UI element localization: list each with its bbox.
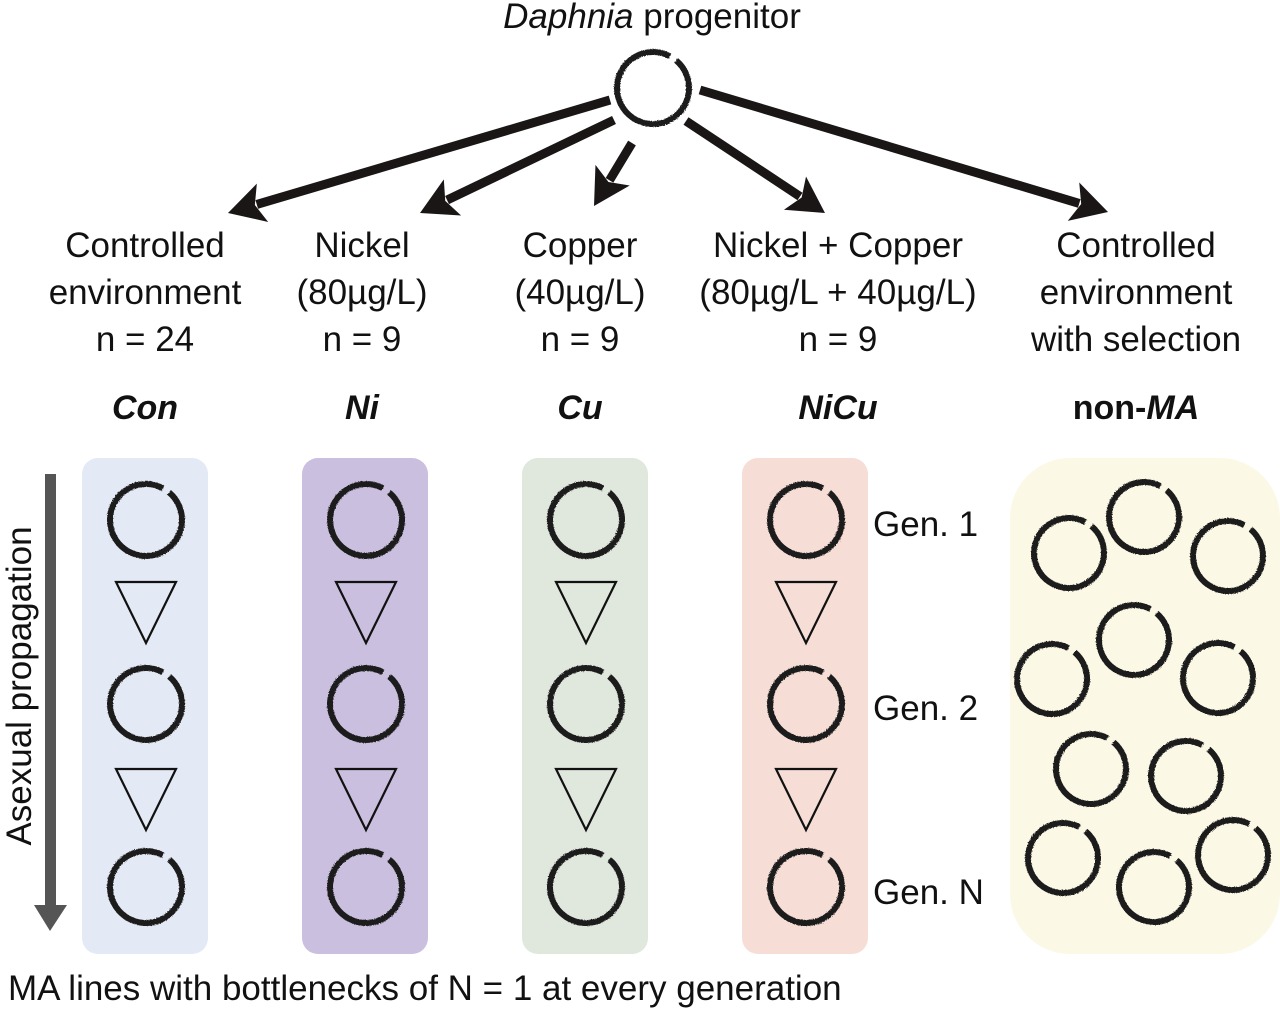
treatment-label-ni: Nickel (80µg/L) n = 9 Ni bbox=[296, 226, 427, 427]
daphnia-circle-icon bbox=[767, 481, 845, 559]
treatment-code-ni: Ni bbox=[345, 389, 381, 427]
treatment-label-line: with selection bbox=[1030, 320, 1241, 359]
daphnia-circle-icon bbox=[1116, 849, 1192, 925]
bottleneck-triangle-icon bbox=[554, 580, 618, 646]
treatment-label-line: Copper bbox=[523, 226, 638, 265]
daphnia-circle-icon bbox=[327, 665, 405, 743]
branch-arrow-ni bbox=[420, 115, 616, 216]
asexual-propagation-axis: Asexual propagation bbox=[0, 474, 67, 931]
arrow-head-icon bbox=[783, 176, 825, 213]
treatment-label-line: Nickel + Copper bbox=[713, 226, 963, 265]
branch-arrow-con bbox=[228, 95, 612, 222]
treatment-label-line: (80µg/L) bbox=[296, 273, 427, 312]
daphnia-circle-icon bbox=[547, 481, 625, 559]
branch-arrow-nonma bbox=[698, 85, 1108, 221]
arrow-head-icon bbox=[228, 183, 269, 222]
treatment-label-line: n = 24 bbox=[96, 320, 194, 359]
branch-arrows bbox=[228, 85, 1108, 222]
progenitor-circle-icon bbox=[614, 49, 692, 127]
treatment-label-line: (40µg/L) bbox=[514, 273, 645, 312]
daphnia-circle-icon bbox=[1148, 738, 1224, 814]
arrow-head-icon bbox=[594, 164, 630, 206]
treatment-label-line: (80µg/L + 40µg/L) bbox=[699, 273, 976, 312]
bottleneck-triangle-icon bbox=[114, 580, 178, 646]
box-background bbox=[522, 458, 648, 954]
daphnia-circle-icon bbox=[107, 481, 185, 559]
treatment-label-nonma: Controlled environment with selection non-M… bbox=[1030, 226, 1241, 427]
bottleneck-triangle-icon bbox=[334, 580, 398, 646]
daphnia-circle-icon bbox=[1180, 640, 1256, 716]
gen-label-n: Gen. N bbox=[873, 873, 984, 912]
branch-arrow-nicu bbox=[683, 117, 825, 213]
treatment-label-line: environment bbox=[49, 273, 242, 312]
daphnia-circle-icon bbox=[1031, 515, 1107, 591]
daphnia-circle-icon bbox=[1190, 518, 1266, 594]
box-background bbox=[82, 458, 208, 954]
branch-arrow-cu bbox=[594, 140, 636, 206]
daphnia-circle-icon bbox=[1195, 817, 1271, 893]
treatment-label-line: Nickel bbox=[314, 226, 409, 265]
box-nonma bbox=[1010, 458, 1280, 954]
treatment-label-cu: Copper (40µg/L) n = 9 Cu bbox=[514, 226, 645, 427]
gen-label-2: Gen. 2 bbox=[873, 689, 978, 728]
treatment-code-nicu: NiCu bbox=[798, 389, 878, 427]
daphnia-circle-icon bbox=[547, 848, 625, 926]
box-background bbox=[302, 458, 428, 954]
treatment-code-nonma: non-MA bbox=[1073, 389, 1200, 427]
treatment-code-con: Con bbox=[112, 389, 178, 427]
bottleneck-triangle-icon bbox=[334, 767, 398, 833]
daphnia-circle-icon bbox=[1014, 641, 1090, 717]
daphnia-circle-icon bbox=[1025, 820, 1101, 896]
bottleneck-triangle-icon bbox=[554, 767, 618, 833]
treatment-label-line: Controlled bbox=[1056, 226, 1216, 265]
daphnia-circle-icon bbox=[107, 848, 185, 926]
title-species: Daphnia bbox=[503, 0, 633, 36]
daphnia-circle-icon bbox=[547, 665, 625, 743]
box-background bbox=[742, 458, 868, 954]
down-arrow-shaft bbox=[45, 474, 56, 906]
title-rest: progenitor bbox=[634, 0, 802, 36]
treatment-label-con: Controlled environment n = 24 Con bbox=[49, 226, 242, 427]
treatment-labels: Controlled environment n = 24 Con Nickel (80µ… bbox=[49, 226, 1241, 427]
bottleneck-triangle-icon bbox=[774, 580, 838, 646]
bottleneck-triangle-icon bbox=[774, 767, 838, 833]
arrow-head-icon bbox=[1067, 182, 1108, 221]
daphnia-circle-icon bbox=[1106, 479, 1182, 555]
treatment-label-line: environment bbox=[1040, 273, 1233, 312]
daphnia-circle-icon bbox=[767, 848, 845, 926]
progenitor-circle bbox=[614, 49, 692, 127]
daphnia-circle-icon bbox=[1053, 731, 1129, 807]
treatment-label-line: n = 9 bbox=[323, 320, 402, 359]
treatment-label-line: n = 9 bbox=[541, 320, 620, 359]
box-con bbox=[82, 458, 208, 954]
down-arrow-icon bbox=[34, 905, 67, 931]
daphnia-circle-icon bbox=[327, 848, 405, 926]
footer-caption: MA lines with bottlenecks of N = 1 at ev… bbox=[8, 969, 842, 1008]
treatment-label-line: Controlled bbox=[65, 226, 225, 265]
daphnia-circle-icon bbox=[1096, 602, 1172, 678]
treatment-code-cu: Cu bbox=[557, 389, 603, 427]
diagram-title: Daphnia progenitor bbox=[503, 0, 801, 36]
treatment-boxes bbox=[82, 458, 1280, 954]
arrow-head-icon bbox=[420, 179, 462, 216]
gen-label-1: Gen. 1 bbox=[873, 505, 978, 544]
box-nicu bbox=[742, 458, 868, 954]
daphnia-circle-icon bbox=[767, 665, 845, 743]
daphnia-circle-icon bbox=[327, 481, 405, 559]
asexual-propagation-label: Asexual propagation bbox=[0, 526, 39, 845]
box-ni bbox=[302, 458, 428, 954]
box-cu bbox=[522, 458, 648, 954]
bottleneck-triangle-icon bbox=[114, 767, 178, 833]
treatment-label-nicu: Nickel + Copper (80µg/L + 40µg/L) n = 9 NiC… bbox=[699, 226, 976, 427]
daphnia-circle-icon bbox=[107, 665, 185, 743]
treatment-label-line: n = 9 bbox=[799, 320, 878, 359]
